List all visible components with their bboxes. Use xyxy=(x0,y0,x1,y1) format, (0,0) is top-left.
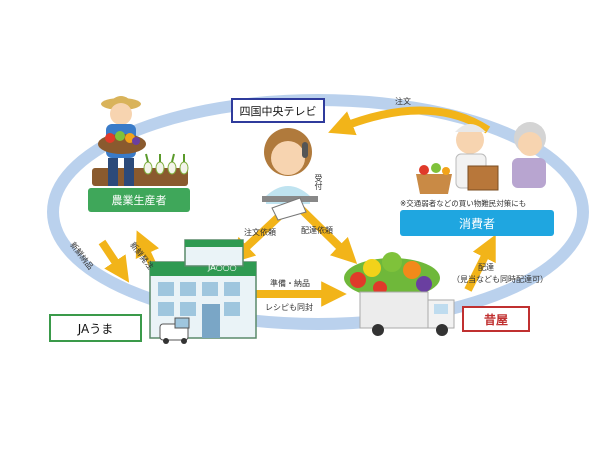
label-order-request: 注文依頼 xyxy=(244,228,276,237)
delivery-truck-illustration xyxy=(344,252,455,336)
farmer-box: 農業生産者 xyxy=(88,188,190,212)
label-recipe: レシピも同封 xyxy=(265,303,313,312)
label-delivery-note: （見当なども同時配達可） xyxy=(452,275,548,284)
store-box: 昔屋 xyxy=(462,306,530,332)
farmer-illustration xyxy=(92,96,189,186)
ja-sign: JA○○○ xyxy=(208,263,237,272)
label-delivery: 配達 xyxy=(478,263,494,272)
ja-box: JAうま xyxy=(49,314,142,342)
label-order: 注文 xyxy=(395,97,411,106)
label-consumer-note: ※交通弱者などの買い物難民対策にも xyxy=(400,199,527,208)
label-delivery-request: 配達依頼 xyxy=(301,226,333,235)
tv-station-box: 四国中央テレビ xyxy=(231,98,325,123)
label-prep-delivery: 準備・納品 xyxy=(270,279,310,288)
arrow-order xyxy=(328,106,491,136)
ja-building-illustration xyxy=(149,239,257,344)
consumer-illustration xyxy=(416,122,546,194)
label-receive: 受付 xyxy=(314,174,323,190)
operator-illustration xyxy=(262,128,318,221)
arrow-delivery xyxy=(464,234,496,292)
arrow-fresh-delivery xyxy=(98,239,130,283)
consumer-box: 消費者 xyxy=(400,210,554,236)
arrow-delivery-request xyxy=(297,205,358,264)
